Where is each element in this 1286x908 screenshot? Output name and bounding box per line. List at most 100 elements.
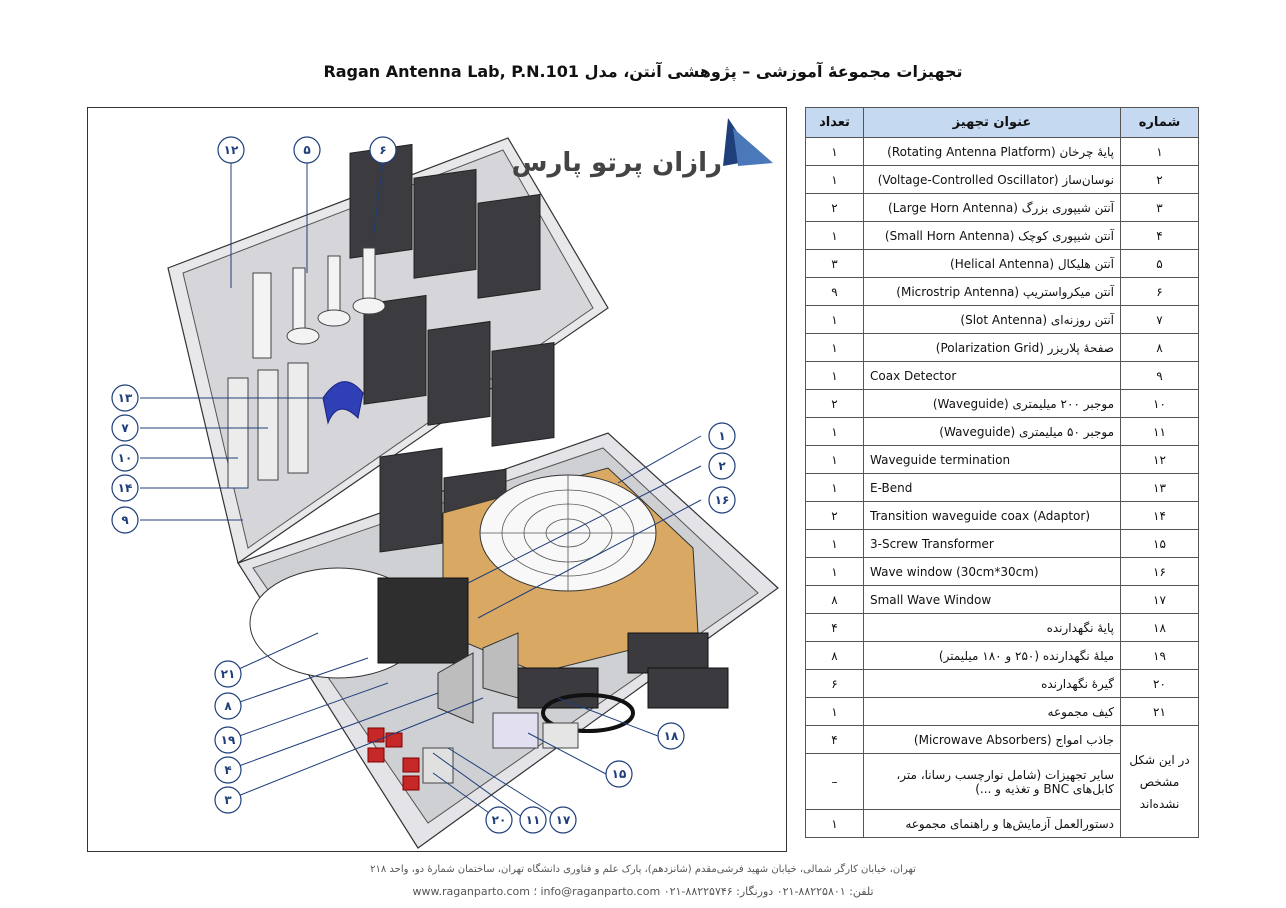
- row-name: 3-Screw Transformer: [863, 529, 1121, 558]
- row-name: نوسان‌ساز (Voltage-Controlled Oscillator…: [863, 165, 1121, 194]
- row-number: ۱۸: [1120, 613, 1199, 642]
- callout-label: ۵: [303, 143, 310, 157]
- page-title: تجهیزات مجموعهٔ آموزشی – پژوهشی آنتن، مد…: [323, 62, 963, 81]
- row-count: ۹: [805, 277, 864, 306]
- row-count: ۱: [805, 557, 864, 586]
- header-number: شماره: [1120, 107, 1199, 138]
- row-number: ۱۱: [1120, 417, 1199, 446]
- row-name: میلهٔ نگهدارنده (۲۵۰ و ۱۸۰ میلیمتر): [863, 641, 1121, 670]
- callout-label: ۷: [121, 421, 129, 435]
- row-count: ۱: [805, 137, 864, 166]
- callout-label: ۱۴: [118, 481, 133, 495]
- header-count: تعداد: [805, 107, 864, 138]
- row-count: ۳: [805, 249, 864, 278]
- row-name: پایهٔ چرخان (Rotating Antenna Platform): [863, 137, 1121, 166]
- row-name: آنتن شیپوری بزرگ (Large Horn Antenna): [863, 193, 1121, 222]
- row-name: E-Bend: [863, 473, 1121, 502]
- row-name: پایهٔ نگهدارنده: [863, 613, 1121, 642]
- row-number: ۳: [1120, 193, 1199, 222]
- row-number: ۹: [1120, 361, 1199, 390]
- row-name: آنتن روزنه‌ای (Slot Antenna): [863, 305, 1121, 334]
- row-count: ۲: [805, 389, 864, 418]
- callout-label: ۸: [224, 699, 232, 713]
- logo-mark: [723, 118, 773, 166]
- row-number: ۱۳: [1120, 473, 1199, 502]
- equipment-figure: ۱۲ ۵ ۶ ۱ ۲ ۱۶ ۱۳ ۷ ۱۰ ۱۴ ۹ ۲۱ ۸ ۱۹ ۴ ۳ ۱…: [87, 107, 787, 852]
- row-number: ۱: [1120, 137, 1199, 166]
- row-count: ۱: [805, 697, 864, 726]
- row-number: ۱۴: [1120, 501, 1199, 530]
- callout-label: ۲۱: [221, 667, 236, 681]
- row-count: ۱: [805, 361, 864, 390]
- footer-address: تهران، خیابان کارگر شمالی، خیابان شهید ف…: [370, 864, 916, 875]
- callout-label: ۲: [718, 459, 726, 473]
- callout-label: ۱۰: [118, 451, 133, 465]
- callout-label: ۱۲: [224, 143, 239, 157]
- row-count: ۸: [805, 641, 864, 670]
- row-count: ۶: [805, 669, 864, 698]
- row-count: ۱: [805, 529, 864, 558]
- row-number: ۱۰: [1120, 389, 1199, 418]
- row-name: سایر تجهیزات (شامل نوارچسب رسانا، متر، ک…: [863, 753, 1121, 810]
- row-count: ۱: [805, 445, 864, 474]
- row-name: آنتن شیپوری کوچک (Small Horn Antenna): [863, 221, 1121, 250]
- row-number: ۷: [1120, 305, 1199, 334]
- callout-label: ۱۵: [612, 767, 627, 781]
- row-count: ۴: [805, 725, 864, 754]
- row-number: ۱۶: [1120, 557, 1199, 586]
- case-illustration: ۱۲ ۵ ۶ ۱ ۲ ۱۶ ۱۳ ۷ ۱۰ ۱۴ ۹ ۲۱ ۸ ۱۹ ۴ ۳ ۱…: [111, 118, 779, 849]
- row-count: ۱: [805, 809, 864, 838]
- footer-contact: تلفن: ۸۸۲۲۵۸۰۱-۰۲۱ دورنگار: ۸۸۲۲۵۷۴۶-۰۲۱…: [412, 885, 874, 898]
- row-count: ۴: [805, 613, 864, 642]
- row-number: ۸: [1120, 333, 1199, 362]
- row-name: آنتن میکرواستریپ (Microstrip Antenna): [863, 277, 1121, 306]
- row-number: ۲۱: [1120, 697, 1199, 726]
- callout-label: ۱۷: [556, 813, 571, 827]
- row-count: ۱: [805, 473, 864, 502]
- header-name: عنوان تجهیز: [863, 107, 1121, 138]
- table-row: سایر تجهیزات (شامل نوارچسب رسانا، متر، ک…: [805, 753, 1199, 810]
- row-count: –: [805, 753, 864, 810]
- row-number: ۵: [1120, 249, 1199, 278]
- callout-label: ۹: [121, 513, 129, 527]
- row-name: آنتن هلیکال (Helical Antenna): [863, 249, 1121, 278]
- row-name: موجبر ۵۰ میلیمتری (Waveguide): [863, 417, 1121, 446]
- row-name: Coax Detector: [863, 361, 1121, 390]
- row-name: Small Wave Window: [863, 585, 1121, 614]
- row-name: کیف مجموعه: [863, 697, 1121, 726]
- callout-label: ۲۰: [492, 813, 507, 827]
- row-name: گیرهٔ نگهدارنده: [863, 669, 1121, 698]
- row-number: ۱۹: [1120, 641, 1199, 670]
- row-count: ۱: [805, 417, 864, 446]
- row-number: ۴: [1120, 221, 1199, 250]
- row-number: ۱۵: [1120, 529, 1199, 558]
- row-number: ۲: [1120, 165, 1199, 194]
- callout-label: ۱۹: [221, 733, 236, 747]
- row-number: ۶: [1120, 277, 1199, 306]
- row-name: دستورالعمل آزمایش‌ها و راهنمای مجموعه: [863, 809, 1121, 838]
- row-name: صفحهٔ پلاریزر (Polarization Grid): [863, 333, 1121, 362]
- table-header-row: شماره عنوان تجهیز تعداد: [805, 107, 1199, 138]
- company-logo: رازان پرتو پارس: [511, 148, 722, 178]
- callout-label: ۱۶: [715, 493, 730, 507]
- callout-label: ۱۳: [118, 391, 133, 405]
- callout-label: ۱۱: [526, 813, 541, 827]
- row-count: ۲: [805, 501, 864, 530]
